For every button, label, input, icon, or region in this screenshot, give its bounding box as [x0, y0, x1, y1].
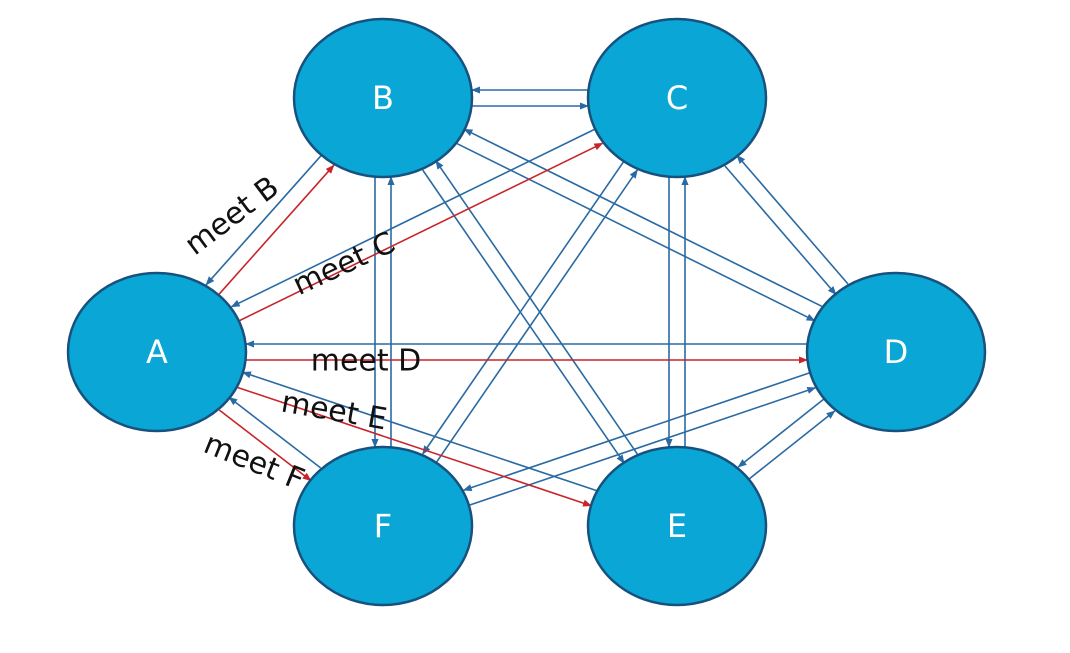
node-c: C [586, 17, 768, 179]
link-edge-e-to-a [241, 371, 597, 492]
node-circle-d [805, 271, 987, 433]
node-f: F [292, 445, 474, 607]
link-edge-b-to-e [422, 169, 625, 464]
link-edge-c-to-a [230, 128, 596, 308]
node-circle-e [586, 445, 768, 607]
node-label-b: B [372, 79, 394, 117]
node-label-a: A [146, 333, 168, 371]
link-edge-b-to-a [205, 154, 323, 286]
node-b: B [292, 17, 474, 179]
link-edge-e-to-d [747, 410, 836, 481]
link-edge-f-to-d [468, 386, 817, 507]
link-edge-d-to-e [737, 397, 826, 468]
link-edge-c-to-d [724, 165, 837, 296]
node-label-c: C [666, 79, 688, 117]
edges-layer [205, 86, 849, 507]
message-label-c: meet C [287, 225, 400, 303]
link-edge-c-to-f [422, 160, 625, 455]
message-edge-a-to-b [217, 164, 335, 296]
link-edge-d-to-b [463, 128, 823, 308]
link-edge-b-to-d [456, 142, 816, 322]
node-circle-c [586, 17, 768, 179]
node-label-d: D [884, 333, 909, 371]
link-edge-f-to-c [435, 169, 638, 464]
message-edge-a-to-c [238, 142, 604, 322]
node-circle-f [292, 445, 474, 607]
nodes-layer: A B C D E F [66, 17, 987, 607]
message-edge-a-to-f [218, 409, 312, 482]
link-edge-d-to-c [736, 154, 849, 285]
message-edge-a-to-e [237, 386, 593, 507]
node-label-f: F [374, 507, 392, 545]
node-e: E [586, 445, 768, 607]
link-edge-f-to-a [228, 396, 322, 469]
node-circle-a [66, 271, 248, 433]
node-circle-b [292, 17, 474, 179]
message-label-d: meet D [311, 344, 422, 379]
node-d: D [805, 271, 987, 433]
node-label-e: E [667, 507, 687, 545]
node-a: A [66, 271, 248, 433]
message-label-e: meet E [279, 385, 390, 438]
link-edge-d-to-f [462, 371, 811, 492]
message-label-b: meet B [178, 170, 285, 263]
link-edge-e-to-b [435, 160, 638, 455]
